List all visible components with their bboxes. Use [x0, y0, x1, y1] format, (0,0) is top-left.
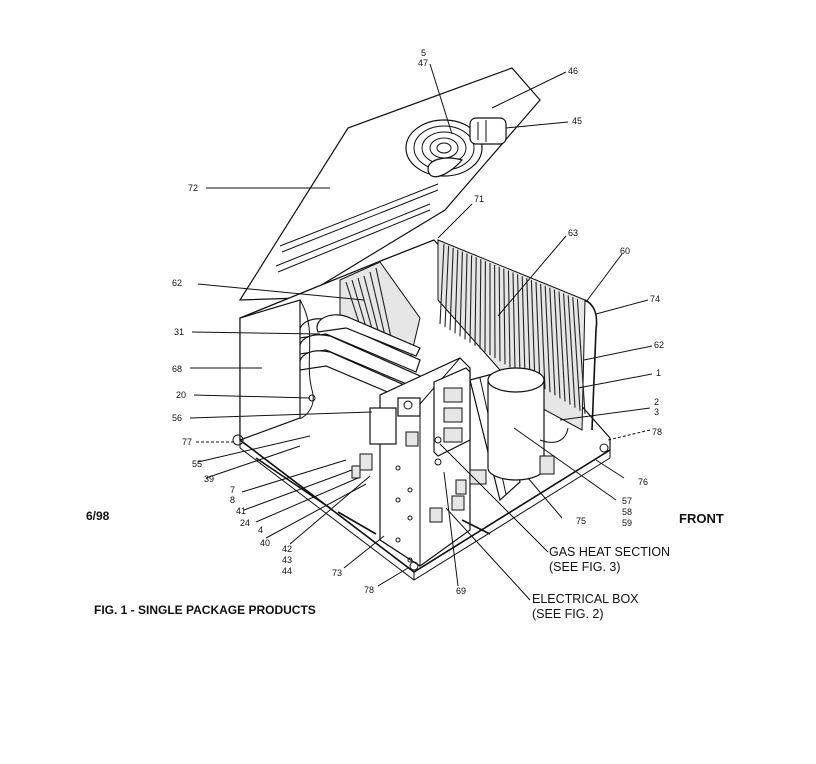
callout-47: 47 — [418, 58, 429, 68]
gas-heat-section-label: GAS HEAT SECTION — [549, 545, 671, 559]
callout-78-right: 78 — [652, 427, 663, 437]
date-code: 6/98 — [86, 509, 110, 523]
callout-45: 45 — [572, 116, 583, 126]
electrical-box-label: ELECTRICAL BOX — [532, 592, 639, 606]
coil-fin — [563, 293, 571, 405]
coil-fin — [474, 257, 477, 346]
coil-fin — [553, 289, 561, 399]
callout-3: 3 — [654, 407, 660, 417]
coil-fin — [540, 283, 546, 390]
coil-fin — [521, 276, 526, 377]
coil-fin — [567, 295, 576, 408]
callout-77: 77 — [182, 437, 193, 447]
figure-caption: FIG. 1 - SINGLE PACKAGE PRODUCTS — [94, 603, 316, 617]
callout-74: 74 — [650, 294, 661, 304]
condenser-fan-assembly — [405, 117, 507, 178]
callout-73: 73 — [332, 568, 343, 578]
callout-24: 24 — [240, 518, 251, 528]
front-label: FRONT — [679, 511, 724, 526]
callout-75: 75 — [576, 516, 587, 526]
coil-fin — [464, 253, 468, 340]
callout-58: 58 — [622, 507, 633, 517]
callout-40: 40 — [260, 538, 271, 548]
callout-7: 7 — [230, 485, 236, 495]
callout-78: 78 — [364, 585, 375, 595]
callout-56: 56 — [172, 413, 183, 423]
callout-5: 5 — [421, 48, 427, 58]
side-panel — [239, 299, 316, 441]
coil-fin — [544, 285, 551, 393]
callout-1: 1 — [656, 368, 662, 378]
leader-lines — [189, 63, 653, 601]
coil-fin — [535, 281, 541, 387]
base-pan-details — [232, 434, 609, 571]
callout-72: 72 — [188, 183, 199, 193]
electrical-box-ref: (SEE FIG. 2) — [532, 607, 604, 621]
coil-fin — [576, 299, 586, 414]
coil-fin — [439, 243, 445, 325]
coil-fin — [469, 255, 473, 343]
coil-fin — [558, 291, 566, 402]
callout-60: 60 — [620, 246, 631, 256]
callout-68: 68 — [172, 364, 183, 374]
callout-62: 62 — [172, 278, 183, 288]
callout-39: 39 — [204, 474, 215, 484]
coil-fin — [454, 249, 459, 334]
coil-fin — [517, 274, 521, 374]
callout-71: 71 — [474, 194, 485, 204]
callout-57: 57 — [622, 496, 633, 506]
coil-fin — [572, 297, 581, 411]
coil-fin — [530, 280, 536, 383]
coil-fin — [444, 245, 450, 328]
callout-46: 46 — [568, 66, 579, 76]
callout-41: 41 — [236, 506, 247, 516]
gas-valve-block — [433, 367, 471, 466]
coil-fin — [503, 268, 506, 365]
callout-8: 8 — [230, 495, 236, 505]
callout-44: 44 — [282, 566, 293, 576]
condenser-coil — [437, 239, 598, 431]
coil-fin — [512, 272, 516, 371]
callout-76: 76 — [638, 477, 649, 487]
callout-63: 63 — [568, 228, 579, 238]
coil-fin — [549, 287, 556, 396]
callout-69: 69 — [456, 586, 467, 596]
gas-heat-section-ref: (SEE FIG. 3) — [549, 560, 621, 574]
callout-55: 55 — [192, 459, 203, 469]
callout-43: 43 — [282, 555, 293, 565]
coil-fin — [449, 247, 454, 331]
coil-fin — [459, 251, 463, 337]
coil-fin — [507, 270, 511, 368]
compressor-section — [455, 367, 569, 502]
callout-4: 4 — [258, 525, 264, 535]
callout-42: 42 — [282, 544, 293, 554]
callout-31: 31 — [174, 327, 185, 337]
callout-20: 20 — [176, 390, 187, 400]
coil-fin — [526, 278, 531, 380]
callout-59: 59 — [622, 518, 633, 528]
coil-fin — [479, 259, 482, 349]
callout-2: 2 — [654, 397, 660, 407]
callout-62-right: 62 — [654, 340, 665, 350]
